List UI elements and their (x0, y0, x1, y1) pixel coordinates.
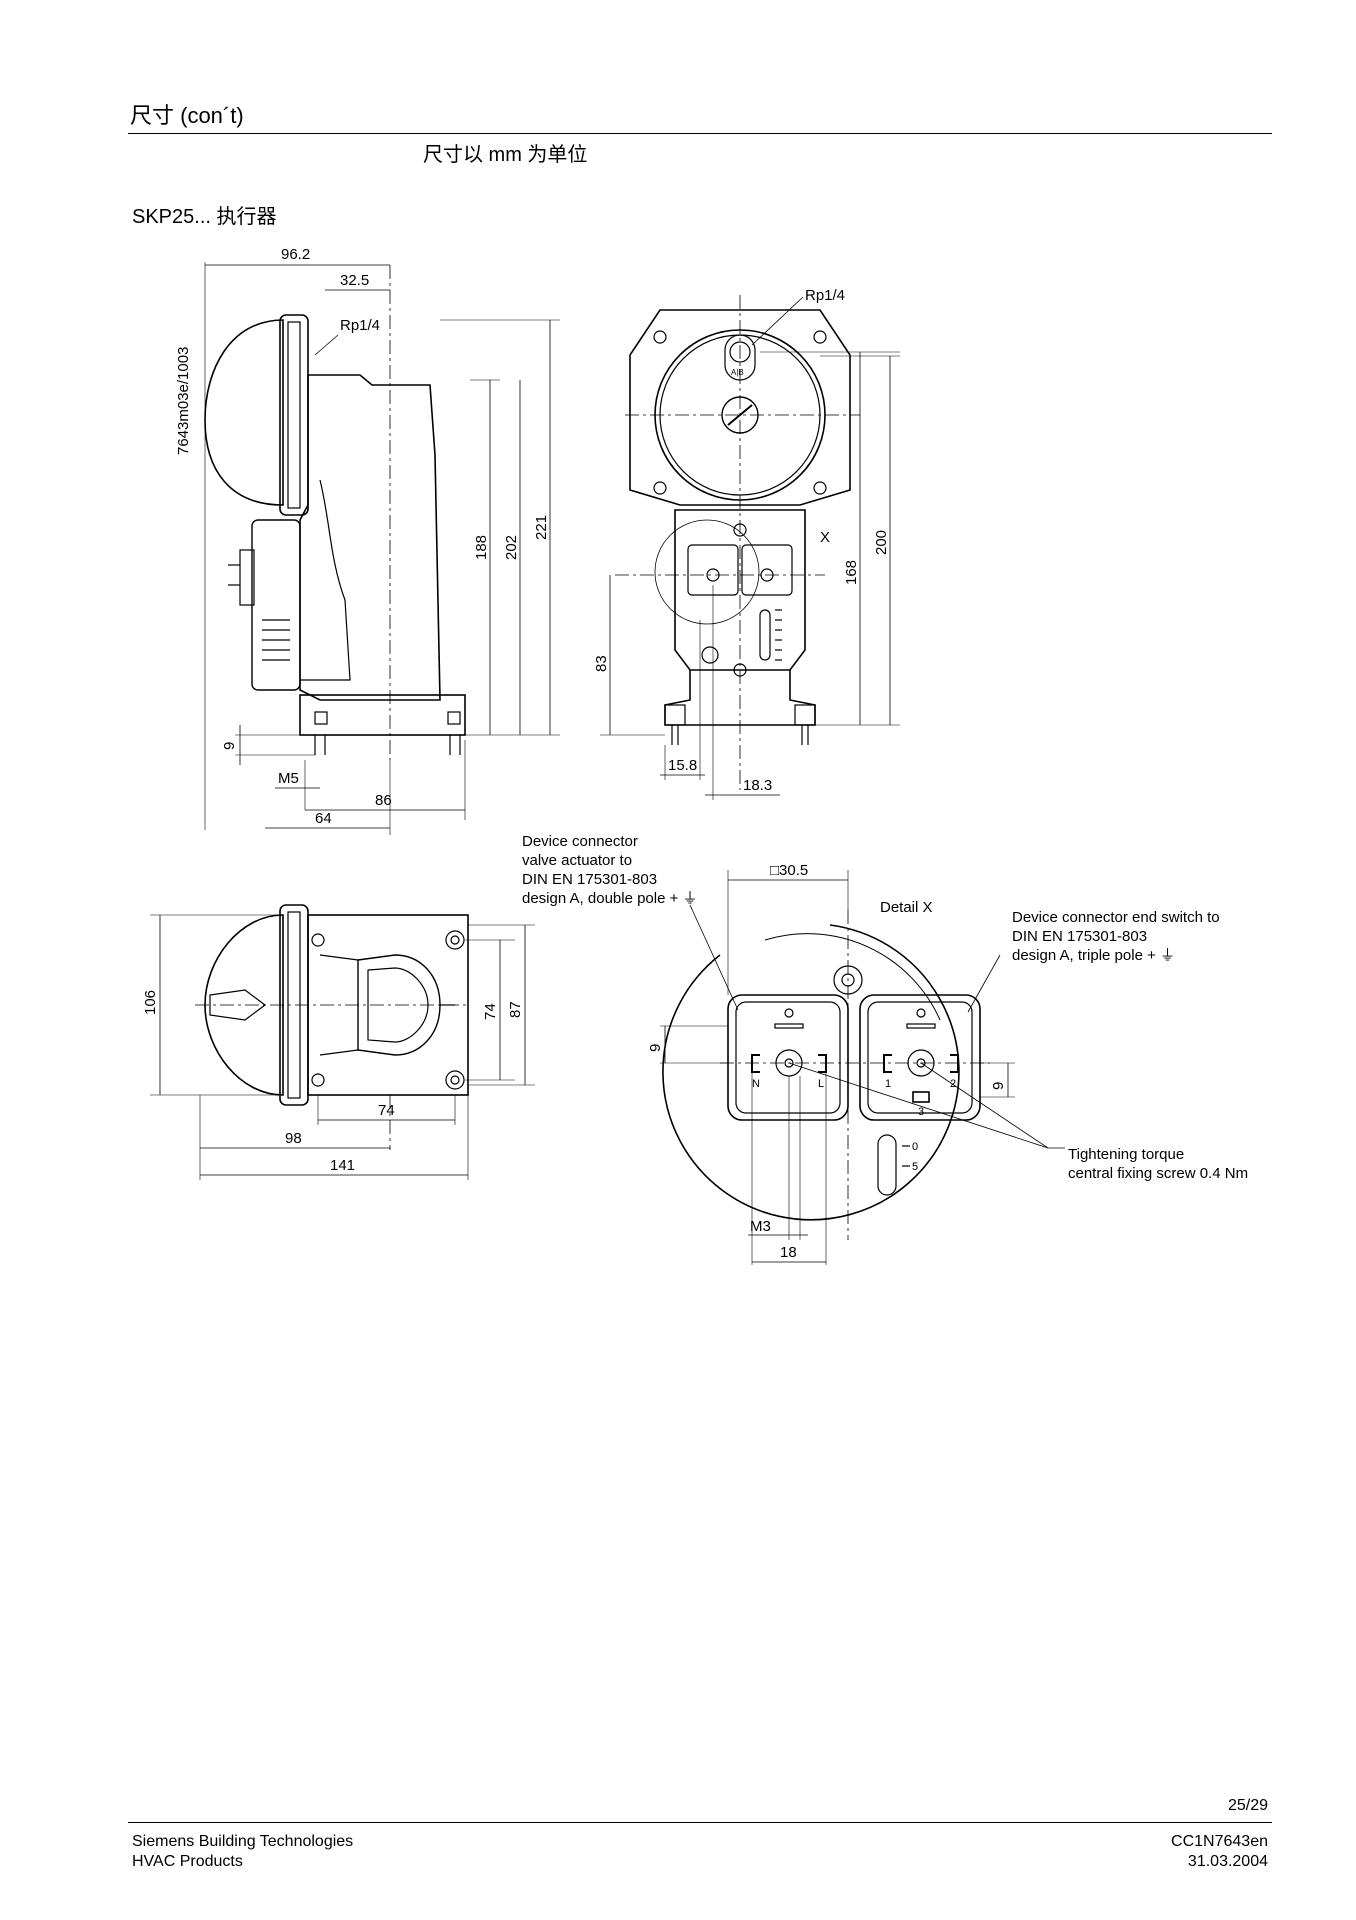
dim-221: 221 (533, 515, 550, 540)
detail-x-label: Detail X (880, 899, 933, 916)
dim-87: 87 (507, 1001, 524, 1018)
detail-x-view: 0 5 N L 1 2 3 □30.5 Detail X 9 9 (647, 862, 1065, 1265)
page-number: 25/29 (1227, 1797, 1268, 1814)
dim-30-5: □30.5 (770, 862, 808, 879)
dim-106: 106 (142, 990, 159, 1015)
pin-1: 1 (885, 1078, 891, 1090)
right-connector-label: Device connector end switch to DIN EN 17… (1012, 908, 1220, 965)
dim-141: 141 (330, 1157, 355, 1174)
top-view: 106 74 87 74 98 141 (142, 904, 535, 1180)
dim-74-horizontal: 74 (378, 1102, 395, 1119)
torque-note: Tightening torque central fixing screw 0… (1068, 1145, 1248, 1183)
m3-label: M3 (750, 1218, 771, 1235)
right-connector-label-line-2: DIN EN 175301-803 (1012, 928, 1148, 945)
scale-5: 5 (912, 1161, 918, 1173)
scale-0: 0 (912, 1141, 918, 1153)
dim-9-detail-left: 9 (647, 1044, 664, 1052)
footer-date: 31.03.2004 (1187, 1853, 1268, 1870)
dim-9-side: 9 (221, 742, 238, 750)
dim-74-vertical: 74 (482, 1003, 499, 1020)
rp-label-side: Rp1/4 (340, 317, 380, 334)
dim-202: 202 (503, 535, 520, 560)
rp-label-front: Rp1/4 (805, 287, 845, 304)
dim-18: 18 (780, 1244, 797, 1261)
pin-l: L (818, 1078, 824, 1090)
torque-note-line-2: central fixing screw 0.4 Nm (1068, 1165, 1249, 1182)
pin-n: N (752, 1078, 760, 1090)
dim-9-detail-right: 9 (990, 1082, 1007, 1090)
dim-168: 168 (843, 560, 860, 585)
pin-3: 3 (918, 1106, 924, 1118)
dim-32-5: 32.5 (340, 272, 369, 289)
footer-doc-id: CC1N7643en (1171, 1833, 1268, 1850)
right-connector-label-line-3: design A, triple pole + ⏚ (1012, 947, 1176, 964)
front-plate-text: A|B (731, 368, 744, 377)
right-connector-label-line-1: Device connector end switch to (1012, 909, 1220, 926)
dimension-drawing: 7643m03e/1003 96.2 32.5 Rp1/4 188 (142, 246, 1065, 1265)
left-connector-label-line-1: Device connector (522, 833, 638, 850)
footer-division: HVAC Products (132, 1853, 243, 1870)
side-view: 7643m03e/1003 96.2 32.5 Rp1/4 188 (175, 246, 560, 835)
dim-200: 200 (873, 530, 890, 555)
dim-64: 64 (315, 810, 332, 827)
header-rule (128, 133, 1272, 134)
dim-98: 98 (285, 1130, 302, 1147)
dim-83: 83 (593, 655, 610, 672)
dim-18-3: 18.3 (743, 777, 772, 794)
section-title: SKP25... 执行器 (132, 206, 277, 228)
x-label: X (820, 529, 830, 546)
front-view: A|B Rp1/4 X 168 200 (593, 287, 900, 800)
footer-rule (128, 1822, 1272, 1823)
dim-15-8: 15.8 (668, 757, 697, 774)
footer-company: Siemens Building Technologies (132, 1833, 354, 1850)
left-connector-label: Device connector valve actuator to DIN E… (522, 832, 698, 908)
dim-188: 188 (473, 535, 490, 560)
left-connector-label-line-4: design A, double pole + ⏚ (522, 890, 698, 907)
units-note: 尺寸以 mm 为单位 (423, 144, 588, 166)
page-header-title: 尺寸 (con´t) (130, 103, 244, 128)
dim-86: 86 (375, 792, 392, 809)
torque-note-line-1: Tightening torque (1068, 1146, 1185, 1163)
m5-label: M5 (278, 770, 299, 787)
left-connector-label-line-3: DIN EN 175301-803 (522, 871, 658, 888)
dim-96-2: 96.2 (281, 246, 310, 263)
left-connector-label-line-2: valve actuator to (522, 852, 633, 869)
drawing-id: 7643m03e/1003 (175, 347, 192, 455)
